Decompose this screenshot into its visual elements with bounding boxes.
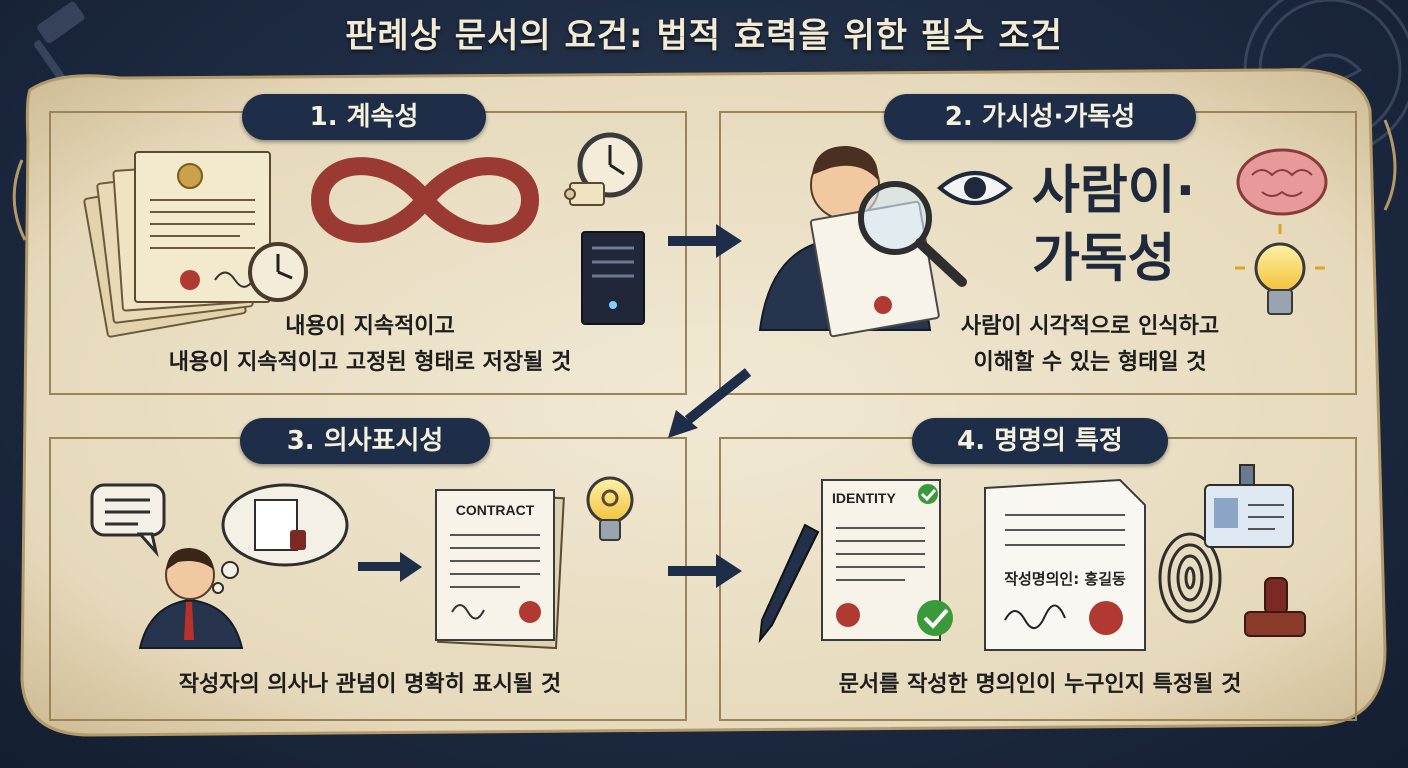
document-stack-icon (83, 151, 271, 338)
arrow-1-to-2-icon (668, 224, 742, 258)
panel-1-heading: 1. 계속성 (242, 94, 486, 140)
id-badge-icon (1204, 464, 1294, 548)
panel-1-caption-line1: 내용이 지속적이고 (285, 314, 455, 339)
scroll-icon (564, 182, 605, 206)
eye-icon (936, 171, 1014, 205)
arrow-3-to-4-icon (668, 554, 742, 588)
panel-2-big-line1: 사람이· (1032, 161, 1196, 221)
panel-2-caption-line1: 사람이 시각적으로 인식하고 (960, 314, 1220, 339)
panel-3-caption: 작성자의 의사나 관념이 명확히 표시될 것 (178, 672, 562, 697)
scroll-curl-left (12, 159, 27, 241)
panel-2-heading: 2. 가시성·가독성 (884, 94, 1196, 140)
magnifier-icon (858, 181, 967, 287)
speech-bubble-icon (90, 483, 166, 558)
scroll-curl-right (1383, 119, 1397, 211)
author-person-icon (138, 548, 244, 649)
stamp-icon (1244, 577, 1306, 637)
panel-4-caption: 문서를 작성한 명의인이 누구인지 특정될 것 (838, 672, 1242, 697)
infinity-icon (311, 157, 539, 243)
pocket-clock-icon (248, 242, 308, 302)
panel-3-heading: 3. 의사표시성 (240, 418, 490, 464)
panel-4-heading: 4. 명명의 특정 (912, 418, 1168, 464)
panel-1-caption-line2: 내용이 지속적이고 고정된 형태로 저장될 것 (168, 350, 572, 375)
lightbulb-icon (1235, 224, 1325, 315)
arrow-2-to-3-icon (668, 368, 752, 438)
identity-label: IDENTITY (832, 490, 896, 506)
contract-label: CONTRACT (455, 502, 535, 518)
contract-document-icon (435, 489, 565, 650)
gear-lightbulb-icon (586, 476, 634, 541)
check-small-icon (918, 484, 938, 504)
wall-clock-icon (577, 132, 643, 198)
author-name-label: 작성명의인: 홍길동 (1004, 570, 1126, 588)
page-title: 판례상 문서의 요건: 법적 효력을 위한 필수 조건 (345, 16, 1063, 56)
panel-2-big-line2: 가독성 (1032, 229, 1176, 289)
brain-icon (1236, 148, 1328, 216)
author-document-icon (984, 478, 1146, 651)
check-large-icon (917, 600, 953, 636)
fingerprint-icon (1158, 532, 1222, 624)
pen-icon (758, 523, 820, 644)
server-tower-icon (581, 231, 645, 325)
panel-2-caption-line2: 이해할 수 있는 형태일 것 (973, 350, 1207, 375)
arrow-right-small-icon (358, 552, 422, 582)
thought-cloud-icon (212, 483, 349, 594)
